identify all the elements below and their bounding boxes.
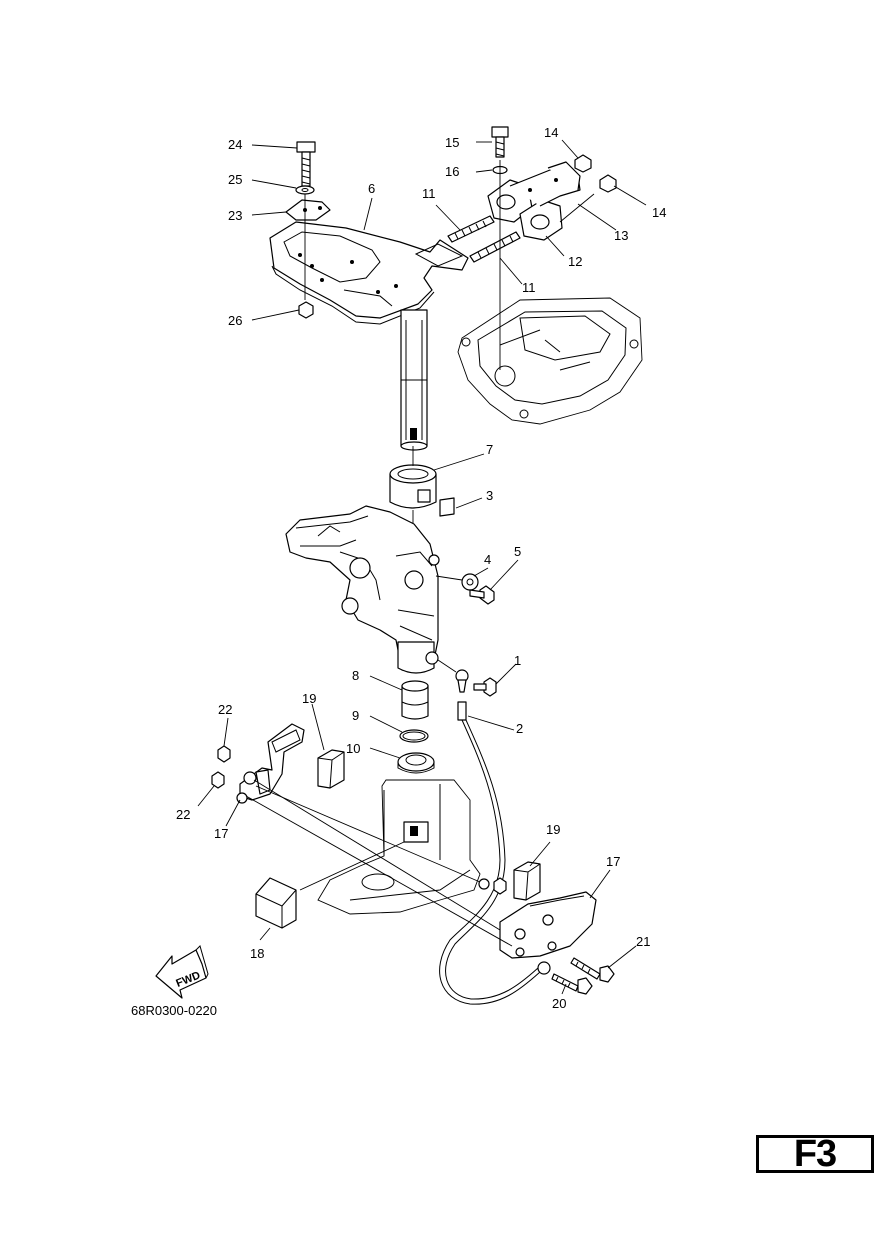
bushing-4 — [461, 573, 479, 591]
label-9: 9 — [352, 708, 359, 723]
bushing-7 — [389, 464, 437, 509]
seal-10 — [397, 752, 435, 774]
label-5: 5 — [514, 544, 521, 559]
engine-mount-base — [457, 297, 643, 425]
label-4: 4 — [484, 552, 491, 567]
small-bolt — [478, 877, 507, 895]
label-15: 15 — [445, 135, 459, 150]
steering-shaft — [400, 309, 428, 451]
drawing-code: 68R0300-0220 — [131, 1003, 217, 1018]
steering-bracket — [269, 221, 469, 325]
page-badge: F3 — [756, 1133, 874, 1175]
label-10: 10 — [346, 741, 360, 756]
bolt-5 — [469, 585, 495, 605]
fwd-arrow: FWD — [155, 945, 209, 999]
leader-lines — [197, 139, 647, 995]
bolt-21 — [570, 957, 615, 983]
nut-14-right — [599, 174, 617, 193]
label-14-right: 14 — [652, 205, 666, 220]
washer-25 — [295, 185, 315, 195]
bolt-20 — [551, 973, 593, 995]
nut-22-bottom — [211, 771, 225, 789]
nut-22-top — [217, 745, 231, 763]
label-18: 18 — [250, 946, 264, 961]
label-3: 3 — [486, 488, 493, 503]
label-11-lower: 11 — [522, 280, 536, 295]
label-7: 7 — [486, 442, 493, 457]
part-labels: 24 25 23 26 6 11 11 15 16 14 14 13 12 7 … — [176, 125, 666, 1011]
pad-19-right — [513, 861, 541, 901]
stud-11-lower — [469, 231, 521, 263]
label-14-top: 14 — [544, 125, 558, 140]
label-8: 8 — [352, 668, 359, 683]
clamp-bracket-17-right — [499, 891, 597, 959]
label-21: 21 — [636, 934, 650, 949]
label-11-upper: 11 — [422, 186, 436, 201]
block-18 — [255, 877, 297, 929]
o-ring-9 — [399, 729, 429, 743]
label-17-left: 17 — [214, 826, 228, 841]
label-13: 13 — [614, 228, 628, 243]
label-26: 26 — [228, 313, 242, 328]
label-12: 12 — [568, 254, 582, 269]
label-23: 23 — [228, 208, 242, 223]
pad-19-left — [317, 749, 345, 789]
label-24: 24 — [228, 137, 242, 152]
label-22-top: 22 — [218, 702, 232, 717]
label-2: 2 — [516, 721, 523, 736]
label-22-bottom: 22 — [176, 807, 190, 822]
plate-23 — [285, 199, 331, 221]
label-19-left: 19 — [302, 691, 316, 706]
label-16: 16 — [445, 164, 459, 179]
label-19-right: 19 — [546, 822, 560, 837]
bolt-1 — [473, 677, 497, 697]
spacer-3 — [439, 497, 455, 517]
clamp-bracket-17-left — [236, 723, 305, 804]
mount-bracket-13 — [509, 161, 581, 207]
swivel-bracket — [285, 505, 440, 674]
stud-11-upper — [447, 215, 495, 243]
label-1: 1 — [514, 653, 521, 668]
nut-26 — [298, 301, 314, 319]
collar-8 — [401, 680, 429, 720]
ground-terminal — [455, 669, 469, 693]
label-17-right: 17 — [606, 854, 620, 869]
bolt-24 — [296, 141, 316, 187]
label-20: 20 — [552, 996, 566, 1011]
label-6: 6 — [368, 181, 375, 196]
nut-14-top — [574, 154, 592, 173]
ground-lead-2 — [439, 701, 551, 1005]
bolt-15 — [491, 126, 509, 158]
label-25: 25 — [228, 172, 242, 187]
